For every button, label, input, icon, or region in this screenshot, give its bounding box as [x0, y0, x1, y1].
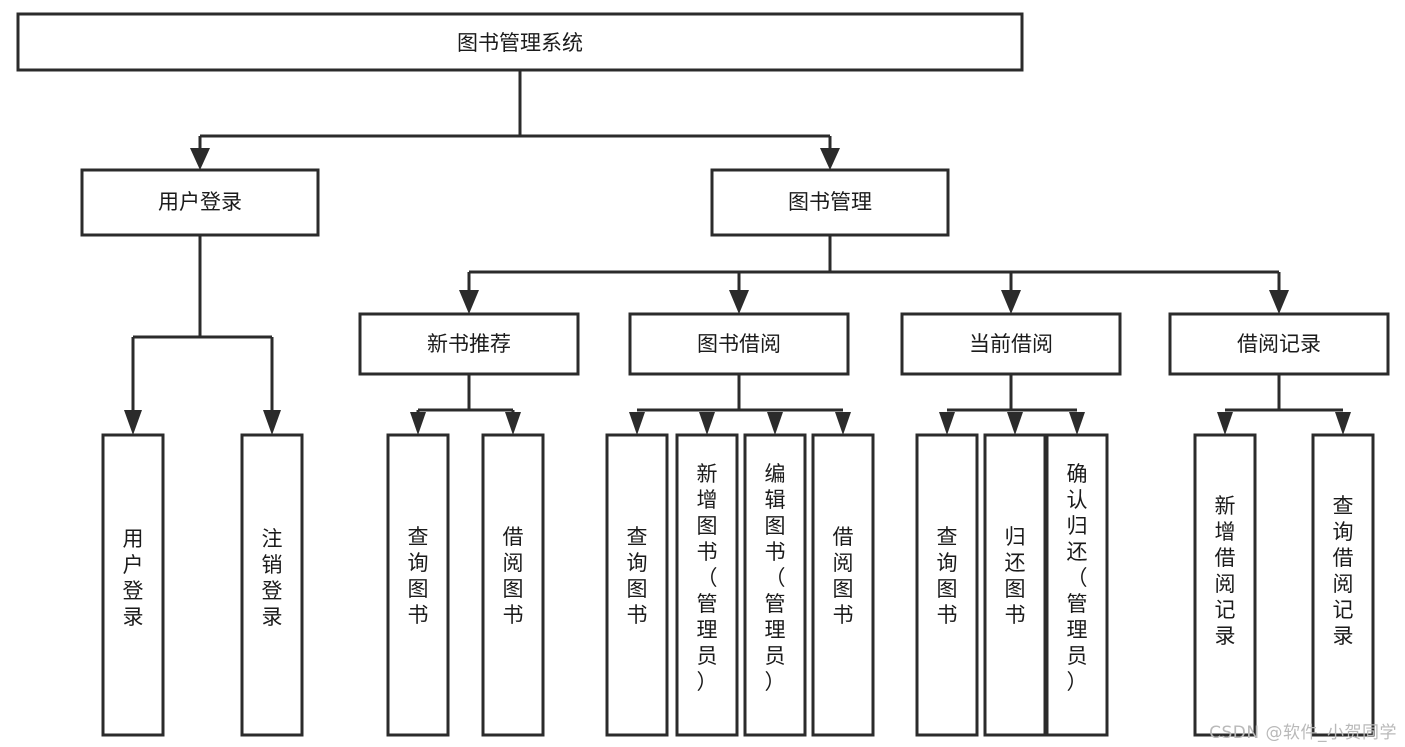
leaf-br-query-record-box[interactable] — [1311, 433, 1375, 737]
arrow-head-borrow-record — [1269, 290, 1289, 314]
arrow-head-leaf-nb-1 — [505, 412, 521, 435]
leaf-bb-edit-book[interactable]: 编辑图书（管理员） — [743, 433, 807, 737]
leaf-cb-return-book[interactable]: 归还图书 — [983, 433, 1047, 737]
leaf-cb-query-book-box[interactable] — [915, 433, 979, 737]
leaf-nb-query-book-label: 查询图书 — [408, 525, 429, 627]
node-new-book-recommend-box[interactable] — [358, 312, 580, 376]
node-root-box[interactable] — [16, 12, 1024, 72]
node-current-borrow-box[interactable] — [900, 312, 1122, 376]
node-new-book-recommend[interactable]: 新书推荐 — [358, 312, 580, 376]
leaf-bb-add-book-box[interactable] — [675, 433, 739, 737]
arrow-head-current-borrow — [1001, 290, 1021, 314]
leaf-bb-borrow-book[interactable]: 借阅图书 — [811, 433, 875, 737]
node-root[interactable]: 图书管理系统 — [16, 12, 1024, 72]
node-book-borrow-box[interactable] — [628, 312, 850, 376]
leaf-br-query-record-label: 查询借阅记录 — [1333, 494, 1354, 648]
leaf-nb-query-book-box[interactable] — [386, 433, 450, 737]
leaf-bb-borrow-book-label: 借阅图书 — [833, 525, 854, 627]
arrow-head-leaf-cb-2 — [1069, 412, 1085, 435]
arrow-head-new-book-recommend — [459, 290, 479, 314]
arrow-head-leaf-user-login — [124, 410, 142, 435]
leaf-bb-borrow-book-box[interactable] — [811, 433, 875, 737]
node-book-management-label: 图书管理 — [788, 190, 872, 214]
node-book-management[interactable]: 图书管理 — [710, 168, 950, 237]
arrow-head-leaf-cb-0 — [939, 412, 955, 435]
arrow-head-user-login — [190, 148, 210, 170]
leaf-bb-query-book[interactable]: 查询图书 — [605, 433, 669, 737]
arrow-head-leaf-bb-2 — [767, 412, 783, 435]
arrow-head-leaf-nb-0 — [410, 412, 426, 435]
arrow-head-leaf-br-1 — [1335, 412, 1351, 435]
arrow-head-leaf-bb-0 — [629, 412, 645, 435]
node-user-login[interactable]: 用户登录 — [80, 168, 320, 237]
leaf-bb-edit-book-label: 编辑图书（管理员） — [765, 462, 786, 694]
leaf-br-add-record[interactable]: 新增借阅记录 — [1193, 433, 1257, 737]
csdn-watermark: CSDN @软件_小贺同学 — [1209, 723, 1397, 743]
leaf-nb-borrow-book-label: 借阅图书 — [503, 525, 524, 627]
arrow-head-leaf-cb-1 — [1007, 412, 1023, 435]
leaf-cb-query-book[interactable]: 查询图书 — [915, 433, 979, 737]
node-borrow-record[interactable]: 借阅记录 — [1168, 312, 1390, 376]
leaf-cb-return-book-box[interactable] — [983, 433, 1047, 737]
arrow-head-leaf-logout — [263, 410, 281, 435]
leaf-nb-borrow-book-box[interactable] — [481, 433, 545, 737]
leaf-logout[interactable]: 注销登录 — [240, 433, 304, 737]
arrow-head-leaf-bb-3 — [835, 412, 851, 435]
arrow-head-book-manage — [820, 148, 840, 170]
node-current-borrow[interactable]: 当前借阅 — [900, 312, 1122, 376]
arrow-head-leaf-br-0 — [1217, 412, 1233, 435]
node-current-borrow-label: 当前借阅 — [969, 332, 1053, 356]
leaf-bb-query-book-label: 查询图书 — [627, 525, 648, 627]
leaf-logout-label: 注销登录 — [262, 527, 283, 629]
leaf-user-login-label: 用户登录 — [123, 527, 144, 629]
arrow-head-leaf-bb-1 — [699, 412, 715, 435]
node-root-label: 图书管理系统 — [457, 31, 583, 55]
leaf-bb-edit-book-box[interactable] — [743, 433, 807, 737]
node-user-login-label: 用户登录 — [158, 190, 242, 214]
node-book-borrow-label: 图书借阅 — [697, 332, 781, 356]
leaf-user-login-box[interactable] — [101, 433, 165, 737]
node-new-book-recommend-label: 新书推荐 — [427, 332, 511, 356]
node-user-login-box[interactable] — [80, 168, 320, 237]
leaf-bb-query-book-box[interactable] — [605, 433, 669, 737]
leaf-br-add-record-box[interactable] — [1193, 433, 1257, 737]
leaf-bb-add-book-label: 新增图书（管理员） — [697, 462, 718, 694]
node-book-borrow[interactable]: 图书借阅 — [628, 312, 850, 376]
leaf-user-login[interactable]: 用户登录 — [101, 433, 165, 737]
leaf-cb-confirm-return-box[interactable] — [1045, 433, 1109, 737]
node-borrow-record-label: 借阅记录 — [1237, 332, 1321, 356]
leaf-cb-confirm-return-label: 确认归还（管理员） — [1067, 462, 1088, 694]
node-borrow-record-box[interactable] — [1168, 312, 1390, 376]
leaf-cb-query-book-label: 查询图书 — [937, 525, 958, 627]
leaf-bb-add-book[interactable]: 新增图书（管理员） — [675, 433, 739, 737]
arrow-head-book-borrow — [729, 290, 749, 314]
leaf-nb-borrow-book[interactable]: 借阅图书 — [481, 433, 545, 737]
node-book-management-box[interactable] — [710, 168, 950, 237]
connector-layer — [124, 70, 1351, 435]
leaf-logout-box[interactable] — [240, 433, 304, 737]
leaf-cb-confirm-return[interactable]: 确认归还（管理员） — [1045, 433, 1109, 737]
leaf-br-add-record-label: 新增借阅记录 — [1215, 494, 1236, 648]
leaf-nb-query-book[interactable]: 查询图书 — [386, 433, 450, 737]
leaf-br-query-record[interactable]: 查询借阅记录 — [1311, 433, 1375, 737]
leaf-cb-return-book-label: 归还图书 — [1005, 525, 1026, 627]
